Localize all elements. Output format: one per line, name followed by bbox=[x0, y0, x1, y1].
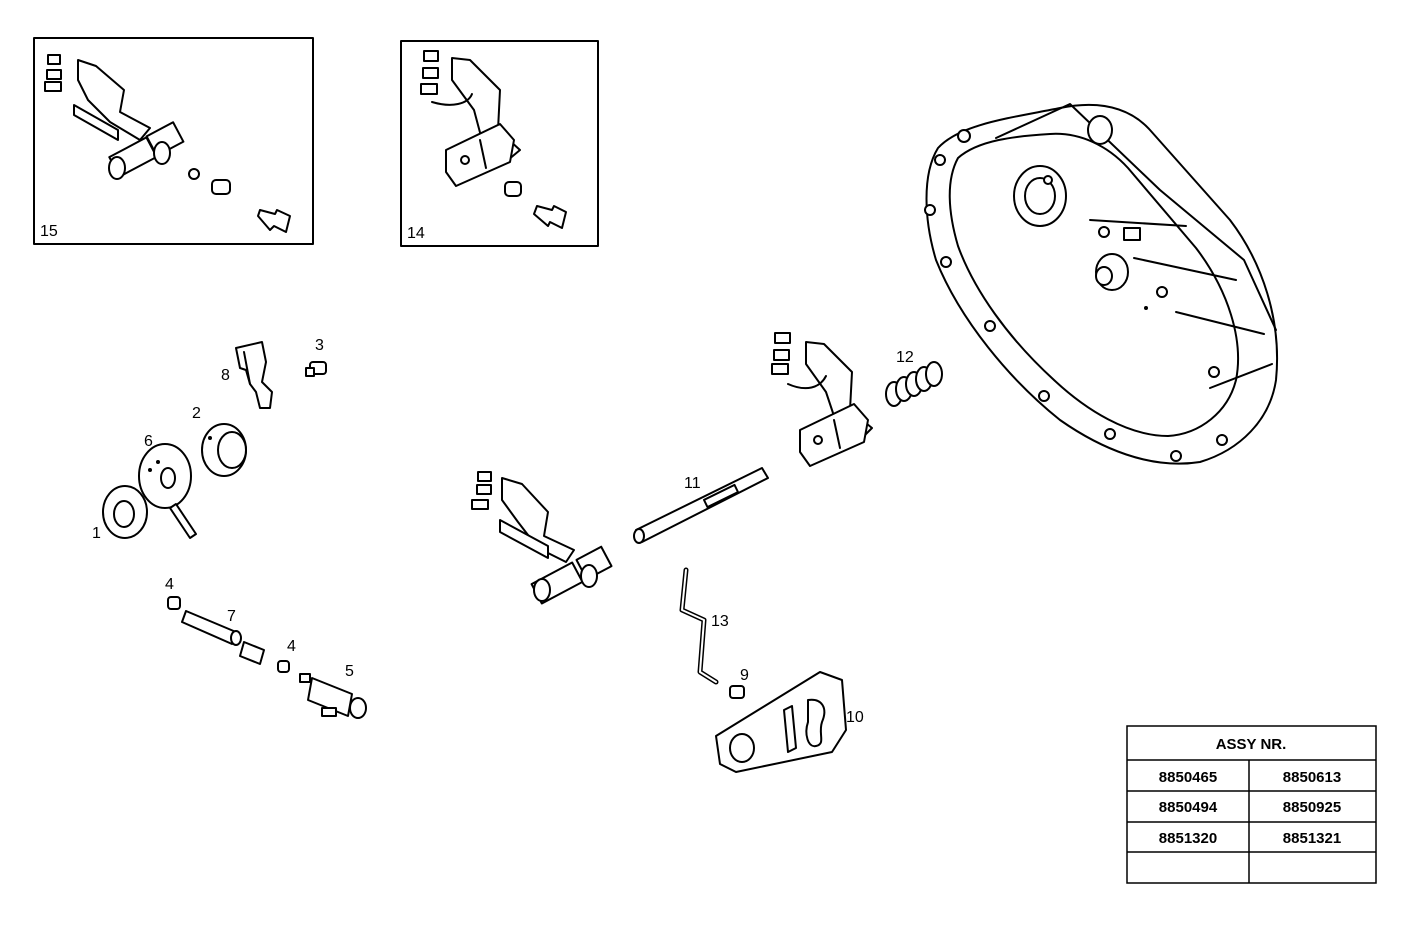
callout-7: 7 bbox=[227, 608, 236, 625]
callout-15: 15 bbox=[40, 223, 58, 240]
shift-fork-assembly-14 bbox=[420, 50, 521, 187]
callout-12: 12 bbox=[896, 349, 914, 366]
gate-plate-part-10 bbox=[715, 671, 847, 773]
bent-rod-part-13 bbox=[679, 567, 719, 685]
assy-cell-r3-c2: 8851321 bbox=[1283, 830, 1341, 847]
rod-part-7 bbox=[181, 610, 242, 646]
flange-ring-part-2 bbox=[201, 423, 247, 477]
hub-part-1 bbox=[102, 485, 148, 539]
bracket-part-8 bbox=[235, 341, 273, 409]
callout-9: 9 bbox=[740, 667, 749, 684]
bushing-15 bbox=[211, 179, 231, 195]
screw-part-9 bbox=[729, 685, 745, 699]
nut-part-4b bbox=[277, 660, 290, 673]
shift-fork-assembly-right bbox=[771, 332, 873, 467]
callout-3: 3 bbox=[315, 337, 324, 354]
shift-fork-assembly-center bbox=[471, 471, 613, 605]
callout-2: 2 bbox=[192, 405, 201, 422]
gearbox-housing-cover bbox=[924, 103, 1279, 465]
callout-6: 6 bbox=[144, 433, 153, 450]
callout-14: 14 bbox=[407, 225, 425, 242]
cylinder-part-5 bbox=[299, 673, 367, 719]
shift-fork-assembly-15 bbox=[44, 54, 185, 180]
nut-part-4a bbox=[167, 596, 181, 610]
bushing-14 bbox=[504, 181, 522, 197]
callout-1: 1 bbox=[92, 525, 101, 542]
assy-number-table: ASSY NR. 8850465 8850613 8850494 8850925… bbox=[1126, 725, 1377, 884]
assy-cell-r1-c1: 8850465 bbox=[1159, 769, 1217, 786]
callout-13: 13 bbox=[711, 613, 729, 630]
assy-table-title: ASSY NR. bbox=[1216, 736, 1287, 753]
assy-cell-r1-c2: 8850613 bbox=[1283, 769, 1341, 786]
callout-4a: 4 bbox=[165, 576, 174, 593]
lever-plate-part-6 bbox=[138, 443, 197, 539]
screw-part-3 bbox=[305, 361, 327, 377]
callout-8: 8 bbox=[221, 367, 230, 384]
spring-part-12 bbox=[885, 361, 943, 407]
callout-5: 5 bbox=[345, 663, 354, 680]
small-ring-15 bbox=[188, 168, 200, 180]
inset-box-15: 15 bbox=[33, 37, 314, 245]
bolt-14 bbox=[533, 205, 567, 229]
assy-cell-r3-c1: 8851320 bbox=[1159, 830, 1217, 847]
inset-box-14: 14 bbox=[400, 40, 599, 247]
assy-cell-r2-c2: 8850925 bbox=[1283, 799, 1341, 816]
bolt-15 bbox=[257, 209, 291, 233]
callout-11: 11 bbox=[684, 475, 701, 492]
callout-4b: 4 bbox=[287, 638, 296, 655]
sleeve-part-7 bbox=[239, 641, 265, 665]
assy-cell-r2-c1: 8850494 bbox=[1159, 799, 1218, 816]
shift-rod-part-11 bbox=[633, 467, 769, 544]
callout-10: 10 bbox=[846, 709, 864, 726]
